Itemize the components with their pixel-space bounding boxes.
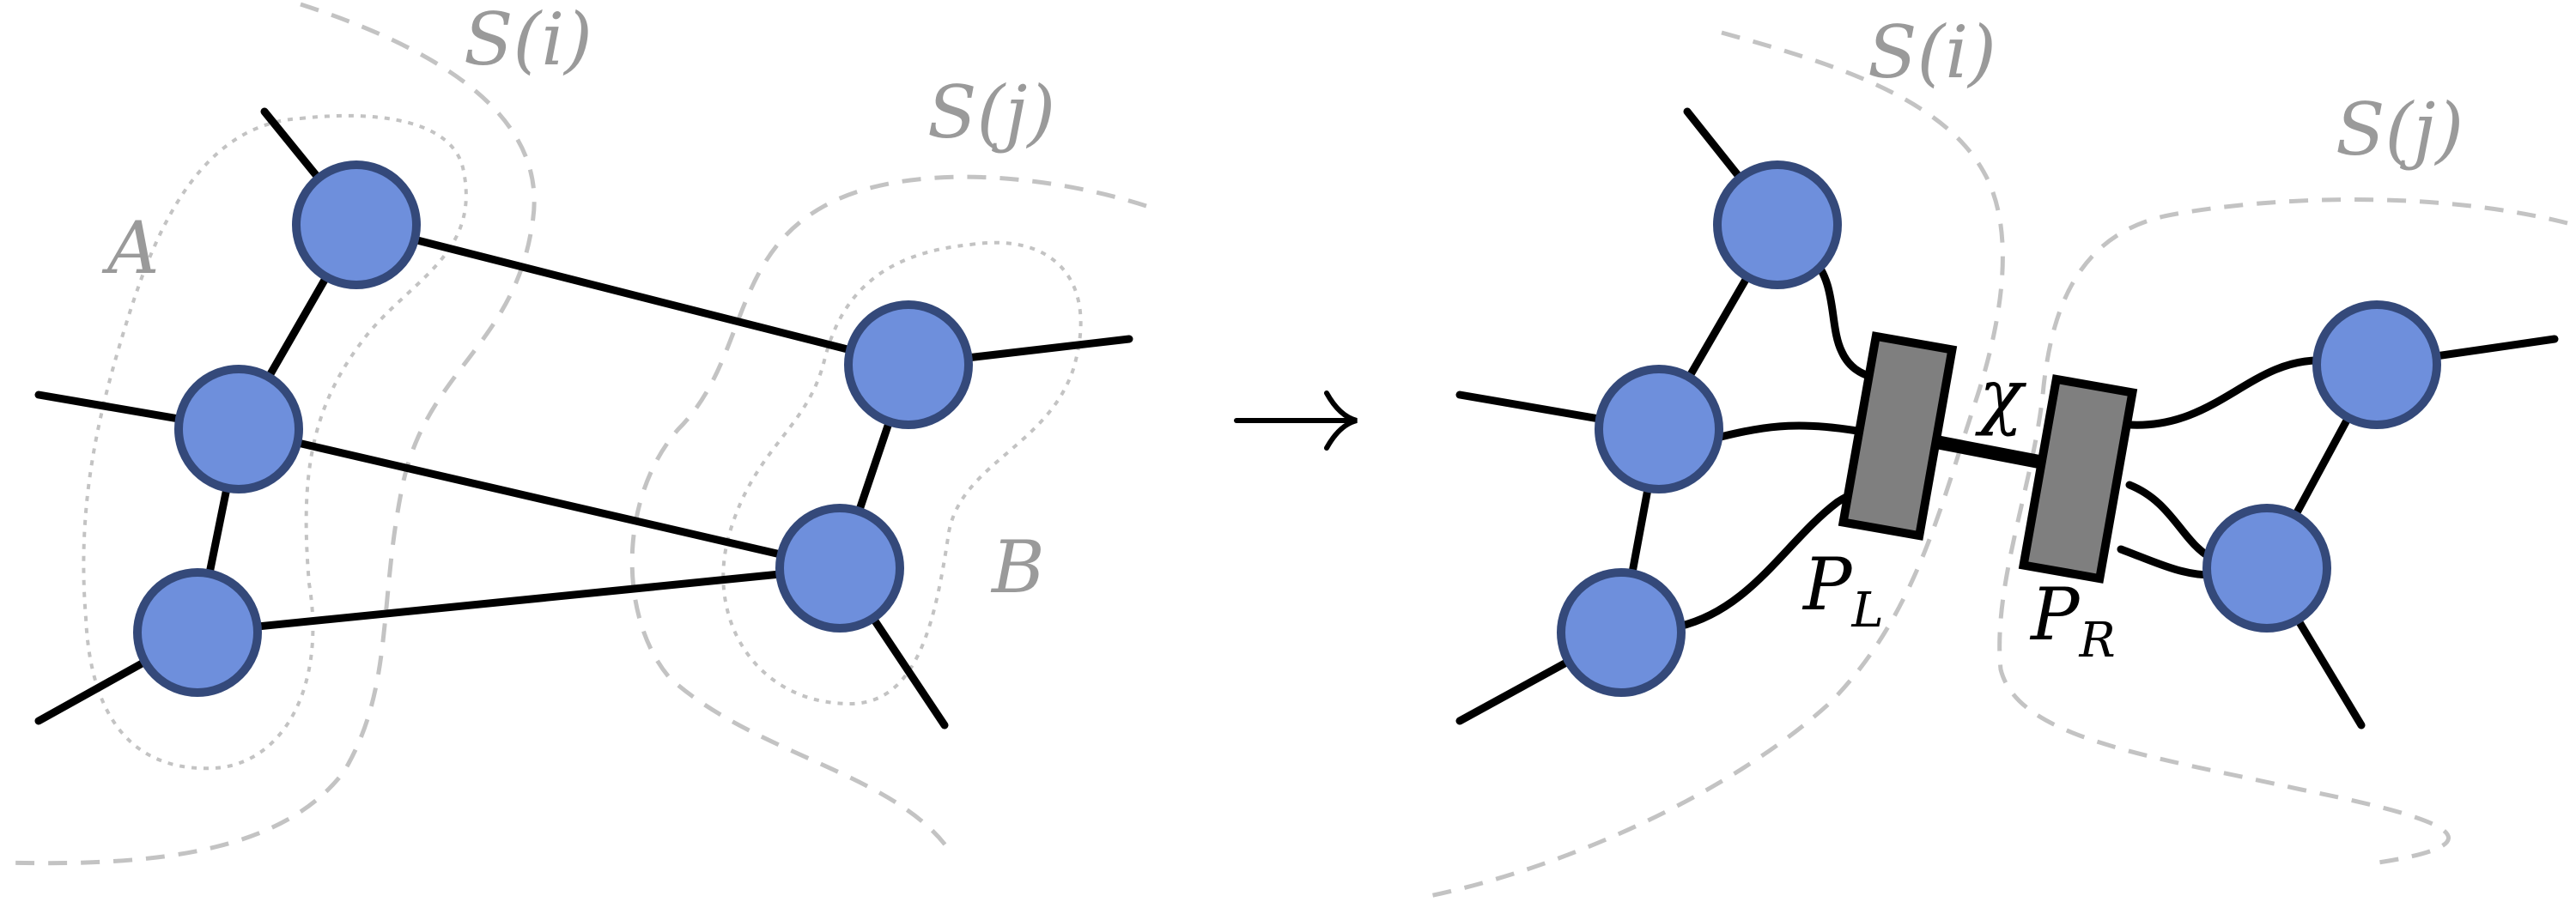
- subset-label-a: A: [101, 206, 160, 290]
- tensor-node: [292, 160, 421, 289]
- bond-chi: [1935, 435, 2050, 470]
- region-boundary-sj: [1997, 197, 2568, 865]
- right-panel: S(i) S(j) χ PL PR: [1425, 10, 2568, 899]
- projector-left-label: PL: [1801, 542, 1884, 639]
- edge-top-to-right-upper: [352, 221, 913, 369]
- tensor-node: [1595, 365, 1723, 493]
- tensor-node: [1557, 568, 1686, 697]
- edge-middle-to-projector-left: [1713, 421, 1876, 442]
- projector-right-label-sub: R: [2079, 613, 2116, 669]
- edge-top-to-projector-left: [1807, 253, 1885, 382]
- tensor-node: [133, 568, 262, 697]
- region-label-sj: S(j): [2336, 88, 2464, 172]
- region-label-si: S(i): [1868, 10, 1996, 94]
- region-label-sj: S(j): [927, 70, 1055, 154]
- edge-middle-to-right-lower: [234, 425, 844, 572]
- region-label-si: S(i): [464, 0, 592, 82]
- bond-dimension-label: χ: [1975, 354, 2027, 438]
- tensor-node: [174, 365, 303, 493]
- projector-right: [2018, 374, 2138, 584]
- subset-label-b: B: [990, 525, 1045, 609]
- region-boundary-si: [3, 2, 537, 866]
- tensor-node: [1713, 160, 1842, 289]
- projector-right-label-base: P: [2029, 572, 2081, 657]
- projector-right-label: PR: [2029, 572, 2116, 669]
- left-panel: S(i) S(j) A B: [3, 0, 1147, 866]
- subset-outline-a: [82, 113, 468, 771]
- projector-left-label-sub: L: [1851, 583, 1884, 639]
- projector-left-label-base: P: [1801, 542, 1853, 627]
- edge-projector-right-to-right-lower-a: [2125, 481, 2215, 562]
- tensor-node: [2202, 504, 2331, 633]
- tensor-node: [2312, 300, 2441, 429]
- tensor-node: [844, 300, 973, 429]
- projector-left: [1838, 331, 1958, 541]
- edge-bottom-to-right-lower: [193, 564, 844, 637]
- subset-outline-b: [721, 240, 1083, 706]
- edge-projector-right-to-right-lower-b: [2117, 545, 2215, 579]
- region-boundary-sj: [629, 174, 1147, 851]
- arrow-head: [1324, 390, 1358, 451]
- tensor-node: [775, 504, 904, 633]
- edge-projector-right-to-right-upper: [2125, 356, 2323, 429]
- transformation-arrow: [1234, 390, 1358, 451]
